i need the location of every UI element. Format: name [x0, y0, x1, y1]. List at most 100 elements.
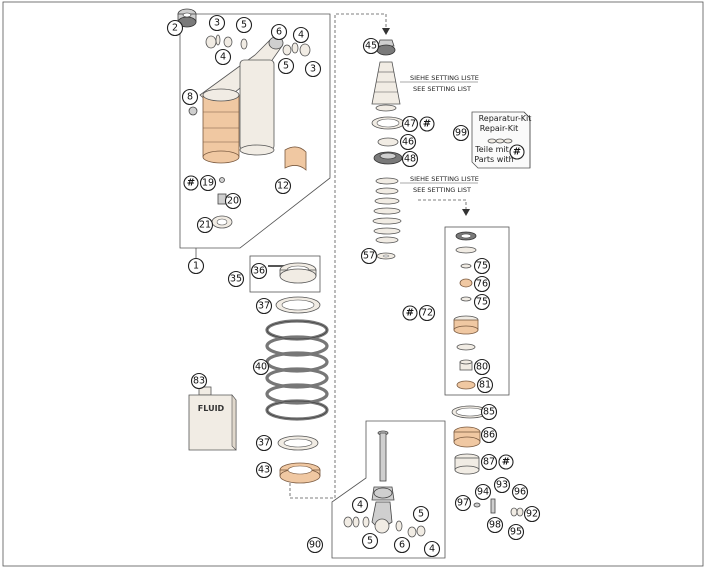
part-12-drawing [284, 146, 307, 171]
setting-note-2-en: SEE SETTING LIST [413, 186, 471, 194]
svg-text:85: 85 [483, 407, 495, 418]
svg-text:86: 86 [483, 430, 495, 441]
svg-text:#: # [513, 147, 521, 158]
parts-19-21-drawing [211, 177, 233, 229]
svg-text:#: # [423, 119, 431, 130]
callout-21: 21 [196, 216, 214, 234]
svg-text:47: 47 [404, 119, 416, 130]
svg-text:4: 4 [220, 52, 226, 63]
part-87-drawing [454, 453, 480, 475]
callout-99: 99 [452, 124, 470, 142]
callout-94: 94 [474, 483, 492, 501]
bump-stop-drawing [371, 61, 401, 112]
svg-text:12: 12 [277, 181, 289, 192]
part-37-bottom-drawing [277, 435, 319, 451]
svg-text:5: 5 [418, 509, 424, 520]
callout-4-bottom-right: 4 [423, 540, 441, 558]
svg-text:46: 46 [402, 137, 414, 148]
svg-text:6: 6 [399, 540, 405, 551]
svg-text:4: 4 [298, 30, 304, 41]
svg-text:90: 90 [309, 540, 321, 551]
part-48-drawing [373, 151, 403, 165]
callout-87: 87 [480, 453, 498, 471]
callout-75-top: 75 [473, 257, 491, 275]
part-45-drawing [376, 39, 396, 56]
callout-1: 1 [187, 257, 205, 275]
callout-93: 93 [493, 476, 511, 494]
hash-19: # [183, 175, 199, 191]
callout-45: 45 [362, 37, 380, 55]
svg-text:98: 98 [489, 520, 501, 531]
callout-4-top-right: 4 [292, 26, 310, 44]
bushings-bottom-left [343, 516, 370, 528]
svg-text:95: 95 [510, 527, 522, 538]
svg-text:81: 81 [479, 380, 491, 391]
group-1-frame [179, 13, 331, 249]
callout-48: 48 [401, 150, 419, 168]
callout-4-bottom-left: 4 [351, 496, 369, 514]
kit-line-1: Reparatur-Kit [479, 114, 532, 123]
hash-47: # [419, 116, 435, 132]
svg-text:4: 4 [429, 544, 435, 555]
callout-5-top-right: 5 [277, 57, 295, 75]
svg-text:96: 96 [514, 487, 526, 498]
svg-text:5: 5 [367, 536, 373, 547]
arrow-top-right [462, 209, 470, 216]
callout-3-top-left: 3 [208, 14, 226, 32]
callout-36: 36 [250, 262, 268, 280]
svg-text:93: 93 [496, 480, 508, 491]
svg-text:75: 75 [476, 297, 488, 308]
piston-rod-drawing [371, 430, 395, 534]
svg-text:92: 92 [526, 509, 538, 520]
dashed-path-right [418, 199, 467, 210]
arrow-top-center [382, 28, 390, 35]
setting-note-1-de: SIEHE SETTING LISTE [410, 74, 479, 82]
svg-text:36: 36 [253, 266, 265, 277]
part-43-drawing [279, 462, 321, 484]
callout-2: 2 [166, 19, 184, 37]
callout-76: 76 [473, 275, 491, 293]
hash-72: # [402, 305, 418, 321]
callout-6-bottom: 6 [393, 536, 411, 554]
hash-kit: # [509, 144, 525, 160]
svg-text:80: 80 [476, 362, 488, 373]
svg-text:2: 2 [172, 23, 178, 34]
svg-text:37: 37 [258, 438, 270, 449]
svg-text:94: 94 [477, 487, 489, 498]
kit-line-2: Repair-Kit [480, 124, 519, 133]
svg-text:75: 75 [476, 261, 488, 272]
dashed-assembly-path [289, 13, 387, 499]
kit-line-4: Parts with [474, 155, 513, 164]
callout-40: 40 [252, 358, 270, 376]
callout-8: 8 [181, 88, 199, 106]
callout-46: 46 [399, 133, 417, 151]
callout-12: 12 [274, 177, 292, 195]
part-2-drawing [177, 8, 197, 28]
svg-text:87: 87 [483, 457, 495, 468]
group-35-frame [249, 255, 321, 293]
svg-text:76: 76 [476, 279, 488, 290]
svg-text:1: 1 [193, 261, 199, 272]
callout-98: 98 [486, 516, 504, 534]
callout-57: 57 [360, 247, 378, 265]
part-47-drawing [371, 116, 405, 130]
callout-19: 19 [199, 174, 217, 192]
setting-note-2-de: SIEHE SETTING LISTE [410, 175, 479, 183]
callout-75-bottom: 75 [473, 293, 491, 311]
svg-text:5: 5 [283, 61, 289, 72]
part-37-top-drawing [275, 296, 321, 314]
spring-40-drawing [265, 319, 329, 421]
callout-3-top-right: 3 [304, 60, 322, 78]
callout-90: 90 [306, 536, 324, 554]
bushings-top-left [205, 34, 248, 50]
callout-97: 97 [454, 494, 472, 512]
stacked-shims-drawing [372, 177, 402, 244]
part-57-drawing [376, 252, 396, 260]
setting-note-1-en: SEE SETTING LIST [413, 85, 471, 93]
svg-text:21: 21 [199, 220, 211, 231]
bushings-bottom-right [395, 520, 426, 538]
svg-text:40: 40 [255, 362, 267, 373]
part-8-drawing [188, 106, 198, 116]
svg-text:99: 99 [455, 128, 467, 139]
